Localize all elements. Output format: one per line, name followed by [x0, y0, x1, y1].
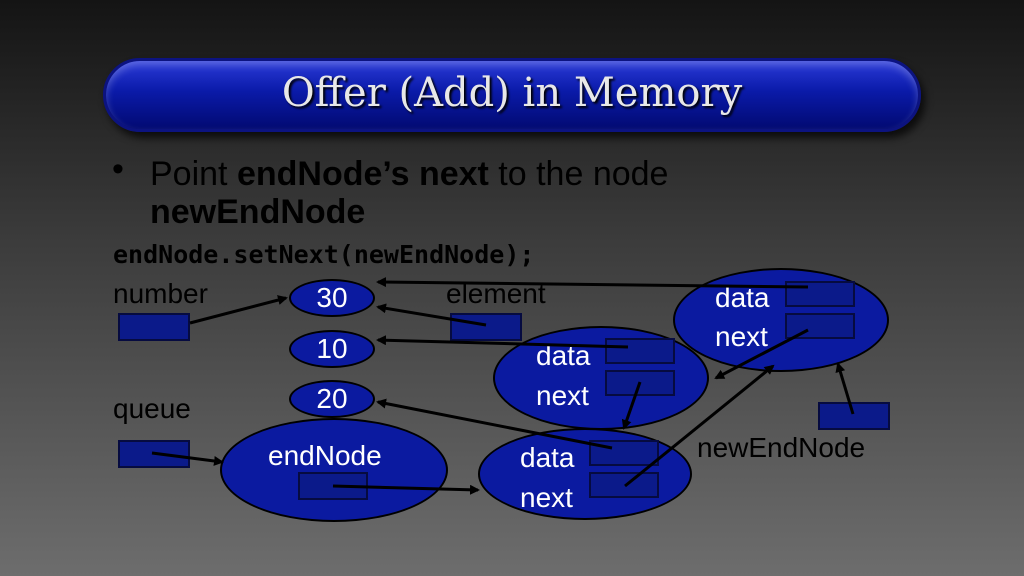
code-line: endNode.setNext(newEndNode);: [113, 240, 535, 269]
slide-title: Offer (Add) in Memory: [281, 70, 743, 116]
node-new-next-label: next: [715, 321, 768, 352]
node-middle-data-box: [605, 338, 675, 364]
node-middle-next-box: [605, 370, 675, 396]
arrow-newendnode-to-node: [835, 362, 855, 415]
arrow-element-to-30: [376, 303, 487, 327]
number-label: number: [113, 278, 208, 309]
node-end-next-label: next: [520, 482, 573, 513]
arrow-number-to-30: [189, 295, 288, 325]
value-oval-30: 30: [289, 279, 375, 317]
arrow-newnode-data-to-30: [376, 277, 809, 289]
title-bar: [103, 58, 921, 132]
arrow-newnode-next-to-middle: [714, 328, 809, 380]
new-end-node-label: newEndNode: [697, 432, 866, 463]
node-new-data-box: [785, 281, 855, 307]
element-box: [450, 313, 522, 341]
arrow-endnode-to-node: [332, 484, 480, 495]
arrow-end-next-to-newnode: [624, 364, 775, 488]
value-oval-10: 10: [289, 330, 375, 368]
node-middle-next-label: next: [536, 380, 589, 411]
bullet-dot: •: [112, 150, 124, 188]
end-node-oval: [220, 418, 448, 522]
value-oval-20: 20: [289, 380, 375, 418]
bullet-bold-1: endNode’s next: [236, 155, 489, 193]
number-box: [118, 313, 190, 341]
new-end-node-box: [818, 402, 890, 430]
arrow-middle-next-to-end: [621, 381, 642, 430]
bullet-text-1: Point: [150, 155, 237, 193]
arrow-queue-to-endnode: [151, 451, 224, 466]
bullet-text-2: to the node: [488, 155, 669, 193]
arrow-end-data-to-20: [376, 398, 613, 450]
node-end-data-label: data: [520, 442, 575, 473]
bullet-bold-2: newEndNode: [150, 193, 366, 231]
bullet-text: Point endNode’s next to the node newEndN…: [150, 155, 870, 231]
queue-label: queue: [113, 393, 191, 424]
arrow-middle-data-to-10: [376, 335, 629, 349]
end-node-label: endNode: [268, 440, 382, 471]
node-end-next-box: [589, 472, 659, 498]
